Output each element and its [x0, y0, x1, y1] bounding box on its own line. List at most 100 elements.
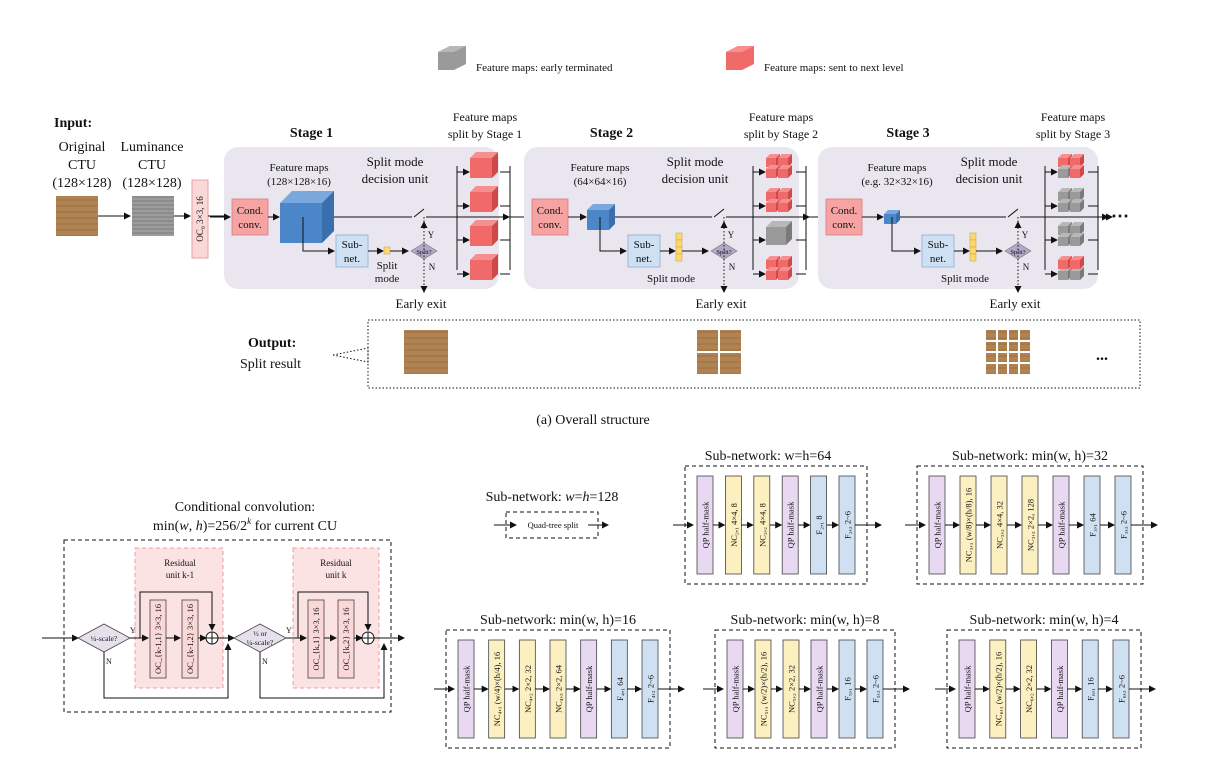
- subnet-layer-label: F₂,₂ 2~6: [843, 511, 853, 539]
- subnet-s4: Sub-network: min(w, h)=4 QP half-mask NC₆,…: [935, 613, 1156, 749]
- orig-line3: (128×128): [52, 176, 112, 191]
- subnet-layer-label: F₃,₁ 64: [1088, 513, 1098, 537]
- oc-a-label: OC_{k-1,1} 3×3, 16: [153, 604, 163, 674]
- legend-next-label: Feature maps: sent to next level: [764, 62, 904, 74]
- early-exit: Early exit: [990, 296, 1041, 311]
- subnet-layer-label: QP half-mask: [1057, 501, 1067, 548]
- red-cube-small: [778, 154, 792, 167]
- gray-cube-small: [1070, 188, 1084, 201]
- output-split-1: [697, 330, 741, 374]
- subnet-layer-label: NC₅,₂ 2×2, 32: [787, 665, 797, 713]
- split-fm-2: split by Stage 3: [1036, 127, 1110, 141]
- subnet-title: Sub-network: min(w, h)=32: [952, 449, 1108, 464]
- subnet-title: Sub-network: min(w, h)=4: [970, 613, 1119, 628]
- subnet-2: net.: [344, 253, 360, 265]
- subnet-layer-label: QP half-mask: [1055, 665, 1065, 712]
- gray-cube-small: [1058, 165, 1072, 178]
- red-cube-small: [778, 188, 792, 201]
- red-cube-small: [1070, 256, 1084, 269]
- subnet-layer-label: NC₄,₃ 2×2, 64: [554, 664, 564, 713]
- subnet-layer-label: F₄,₁ 64: [615, 677, 625, 701]
- subnet-layer-label: QP half-mask: [963, 665, 973, 712]
- subnet-layer-label: NC₄,₁ (w/4)×(h/4), 16: [492, 652, 502, 726]
- split-mode-bar: [969, 232, 977, 262]
- cond-label-2: conv.: [238, 219, 262, 231]
- red-cube-small: [766, 199, 780, 212]
- fm-label-2: (e.g. 32×32×16): [861, 176, 933, 188]
- smd-1: Split mode: [367, 154, 424, 169]
- output-title: Output:: [248, 336, 296, 351]
- stage-title: Stage 2: [590, 126, 633, 141]
- split-yes: Y: [428, 230, 435, 240]
- cond-label-2: conv.: [832, 219, 856, 231]
- split-yes: Y: [728, 230, 735, 240]
- smd-1: Split mode: [961, 154, 1018, 169]
- split-cubes: [456, 152, 511, 280]
- gray-cube-small: [1070, 199, 1084, 212]
- split-no: N: [1023, 262, 1030, 272]
- subnet-layer-label: QP half-mask: [815, 665, 825, 712]
- feature-map-cube: [884, 210, 900, 224]
- subnet-layer-label: QP half-mask: [462, 665, 472, 712]
- subnet-layer-label: F₆,₁ 16: [1086, 677, 1096, 700]
- oc-d-label: OC_{k,2} 3×3, 16: [341, 607, 351, 670]
- red-cube: [470, 152, 498, 178]
- res2-line2: unit k: [326, 570, 347, 580]
- subnet-block: [921, 234, 955, 268]
- stage-title: Stage 1: [290, 126, 333, 141]
- subnet-title: Sub-network: min(w, h)=16: [480, 613, 636, 628]
- gray-cube-small: [1070, 222, 1084, 235]
- split-cubes: [1044, 154, 1099, 280]
- subnet-layer-label: NC₄,₂ 2×2, 32: [523, 665, 533, 713]
- subnet-layer-label: NC₆,₂ 2×2, 32: [1024, 665, 1034, 713]
- output-sub: Split result: [240, 357, 301, 372]
- subnet-layer-label: QP half-mask: [933, 501, 943, 548]
- cond-label-1: Cond.: [237, 205, 264, 217]
- subnet-s32: Sub-network: min(w, h)=32 QP half-mask NC₃…: [905, 449, 1158, 585]
- q2-line2: ¼-scale?: [247, 638, 274, 647]
- lum-line2: CTU: [138, 158, 166, 173]
- split-fm-2: split by Stage 2: [744, 127, 818, 141]
- red-cube-small: [766, 165, 780, 178]
- feature-map-cube: [280, 191, 334, 243]
- split-diamond: [1004, 242, 1032, 260]
- oc-c-label: OC_{k,1} 3×3, 16: [311, 607, 321, 670]
- subnet-1: Sub-: [342, 239, 363, 251]
- split-yes: Y: [1022, 230, 1029, 240]
- subnet-2: net.: [636, 253, 652, 265]
- split-cubes: [752, 154, 807, 280]
- red-cube: [470, 254, 498, 280]
- res2-line1: Residual: [320, 558, 352, 568]
- subnet-layer-label: F₄,₂ 2~6: [646, 675, 656, 703]
- res1-line1: Residual: [164, 558, 196, 568]
- subnet-layer-label: F₆,₂ 2~6: [1117, 675, 1127, 703]
- split-diamond: [410, 242, 438, 260]
- gray-cube-small: [1070, 233, 1084, 246]
- subnet-layer-label: F₅,₁ 16: [843, 677, 853, 700]
- q2-yes: Y: [286, 626, 292, 635]
- luminance-ctu-image: [132, 196, 174, 236]
- subnet-title: Sub-network: w=h=64: [705, 449, 832, 464]
- condconv-title2: min(w, h)=256/2k for current CU: [153, 516, 337, 534]
- cond-label-2: conv.: [538, 219, 562, 231]
- subnet-block: [335, 234, 369, 268]
- red-cube-small: [1058, 256, 1072, 269]
- fm-label-2: (64×64×16): [574, 176, 627, 188]
- lum-line1: Luminance: [121, 140, 184, 155]
- subnet-layer-label: NC₃,₃ 2×2, 128: [1026, 499, 1036, 551]
- caption-a: (a) Overall structure: [536, 413, 650, 428]
- oc0-layer: [191, 179, 209, 259]
- gray-cube: [766, 221, 792, 245]
- oc-a-layer: [149, 599, 167, 679]
- fm-label-1: Feature maps: [571, 162, 630, 174]
- subnet-title: Sub-network: min(w, h)=8: [731, 613, 880, 628]
- red-cube-small: [778, 165, 792, 178]
- red-cube-small: [1070, 154, 1084, 167]
- subnet-s16: Sub-network: min(w, h)=16 QP half-mask NC₄…: [434, 613, 685, 749]
- subnet-layer-label: F₂,₁ 8: [814, 515, 824, 534]
- cond-label-1: Cond.: [831, 205, 858, 217]
- gray-cube-small: [1058, 199, 1072, 212]
- smd-2: decision unit: [956, 171, 1023, 186]
